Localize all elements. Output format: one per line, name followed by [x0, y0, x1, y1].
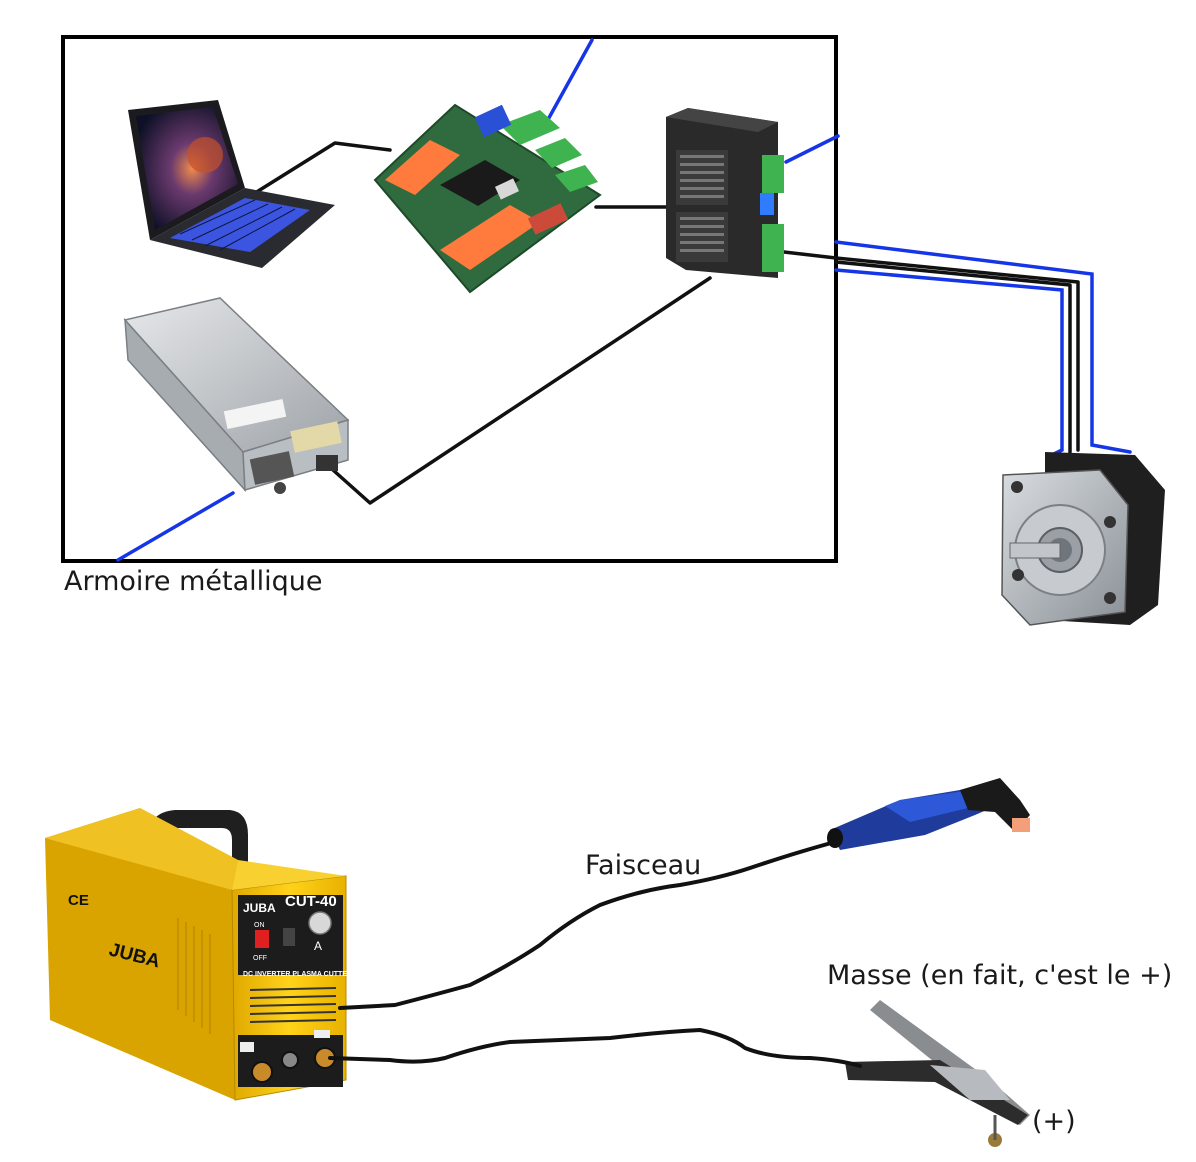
brand-logo-front: JUBA [243, 901, 276, 915]
torch-harness-cable [338, 840, 837, 1010]
driver-ground-wire [784, 134, 840, 164]
model-subtitle: DC INVERTER PLASMA CUTTER [243, 971, 352, 978]
on-label: ON [254, 922, 265, 929]
psu-ground-wire [116, 491, 235, 562]
stepper-driver-icon [666, 108, 784, 278]
psu-driver-cable [331, 276, 712, 505]
harness-label: Faisceau [585, 850, 702, 881]
ground-label: Masse (en fait, c'est le +) [827, 960, 1173, 991]
ground-clamp-icon [845, 1000, 1030, 1147]
plasma-cutter-icon [45, 808, 347, 1101]
ground-clamp-cable [328, 1028, 862, 1068]
motor-wire-blue-1 [834, 240, 1132, 454]
model-label: CUT-40 [285, 893, 337, 910]
motor-wire-blue-2 [834, 268, 1064, 458]
cutter-cables [328, 840, 862, 1068]
plus-label: (+) [1032, 1106, 1076, 1137]
motor-wire-black-2 [834, 260, 1072, 454]
cabinet-box [61, 35, 838, 563]
plasma-torch-icon [827, 778, 1030, 850]
ampere-unit-label: A [314, 939, 322, 953]
motor-wire-black-1 [782, 250, 1080, 452]
power-supply-icon [123, 297, 350, 494]
ce-mark: CE [68, 892, 89, 909]
laptop-icon [128, 100, 335, 268]
controller-board-icon [373, 103, 602, 294]
laptop-board-cable [253, 141, 392, 195]
stepper-motor-icon [1001, 452, 1165, 626]
black-wires [253, 141, 1080, 505]
off-label: OFF [253, 955, 267, 962]
cabinet-label: Armoire métallique [64, 566, 323, 597]
board-ground-wire [543, 38, 594, 127]
